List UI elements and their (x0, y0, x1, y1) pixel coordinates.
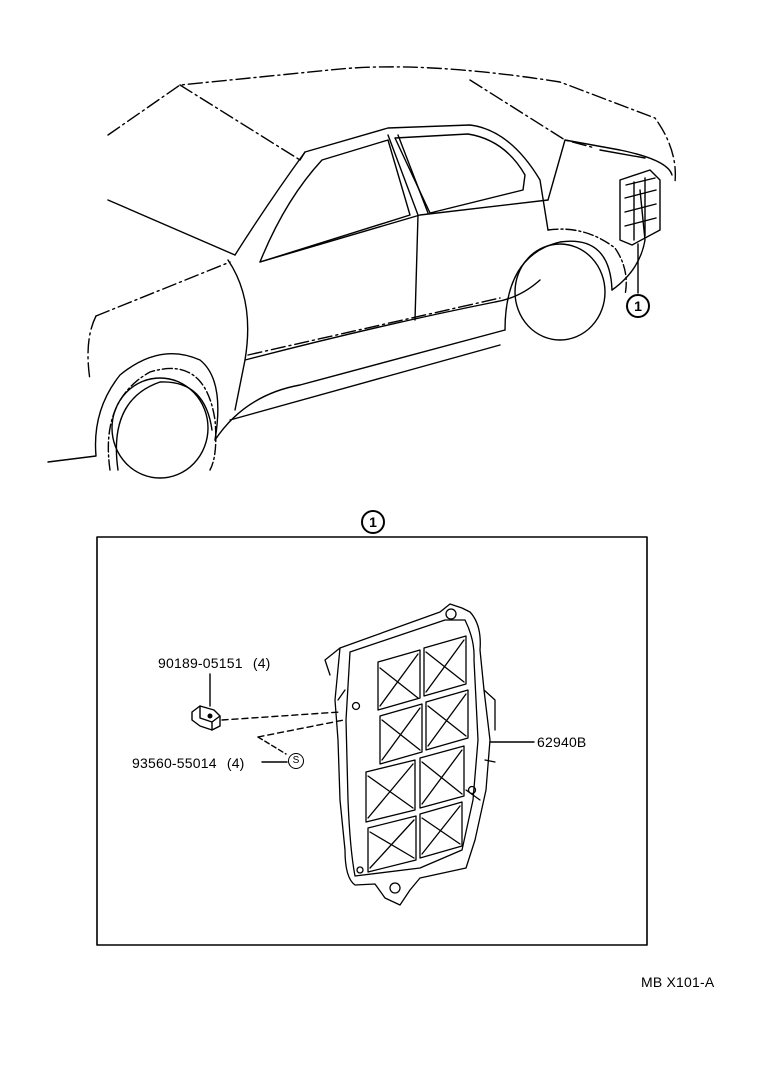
part-number: 90189-05151 (158, 655, 243, 671)
diagram-code: MB X101-A (641, 974, 715, 990)
clip-nut-part (191, 673, 345, 755)
part-label-93560: 93560-55014 (4) (132, 755, 245, 771)
symbol-s-badge: S (288, 753, 304, 769)
detail-callout-marker: 1 (361, 510, 385, 534)
part-qty: (4) (252, 655, 271, 671)
part-number: 62940B (537, 734, 587, 750)
vent-grid (365, 635, 469, 873)
part-label-62940b: 62940B (537, 734, 586, 750)
part-label-90189: 90189-05151 (4) (158, 655, 271, 671)
car-callout-marker: 1 (626, 294, 650, 318)
vent-duct-assembly (324, 603, 496, 906)
car-illustration (47, 66, 677, 479)
part-qty: (4) (226, 755, 245, 771)
detail-frame (96, 536, 648, 946)
part-number: 93560-55014 (132, 755, 217, 771)
